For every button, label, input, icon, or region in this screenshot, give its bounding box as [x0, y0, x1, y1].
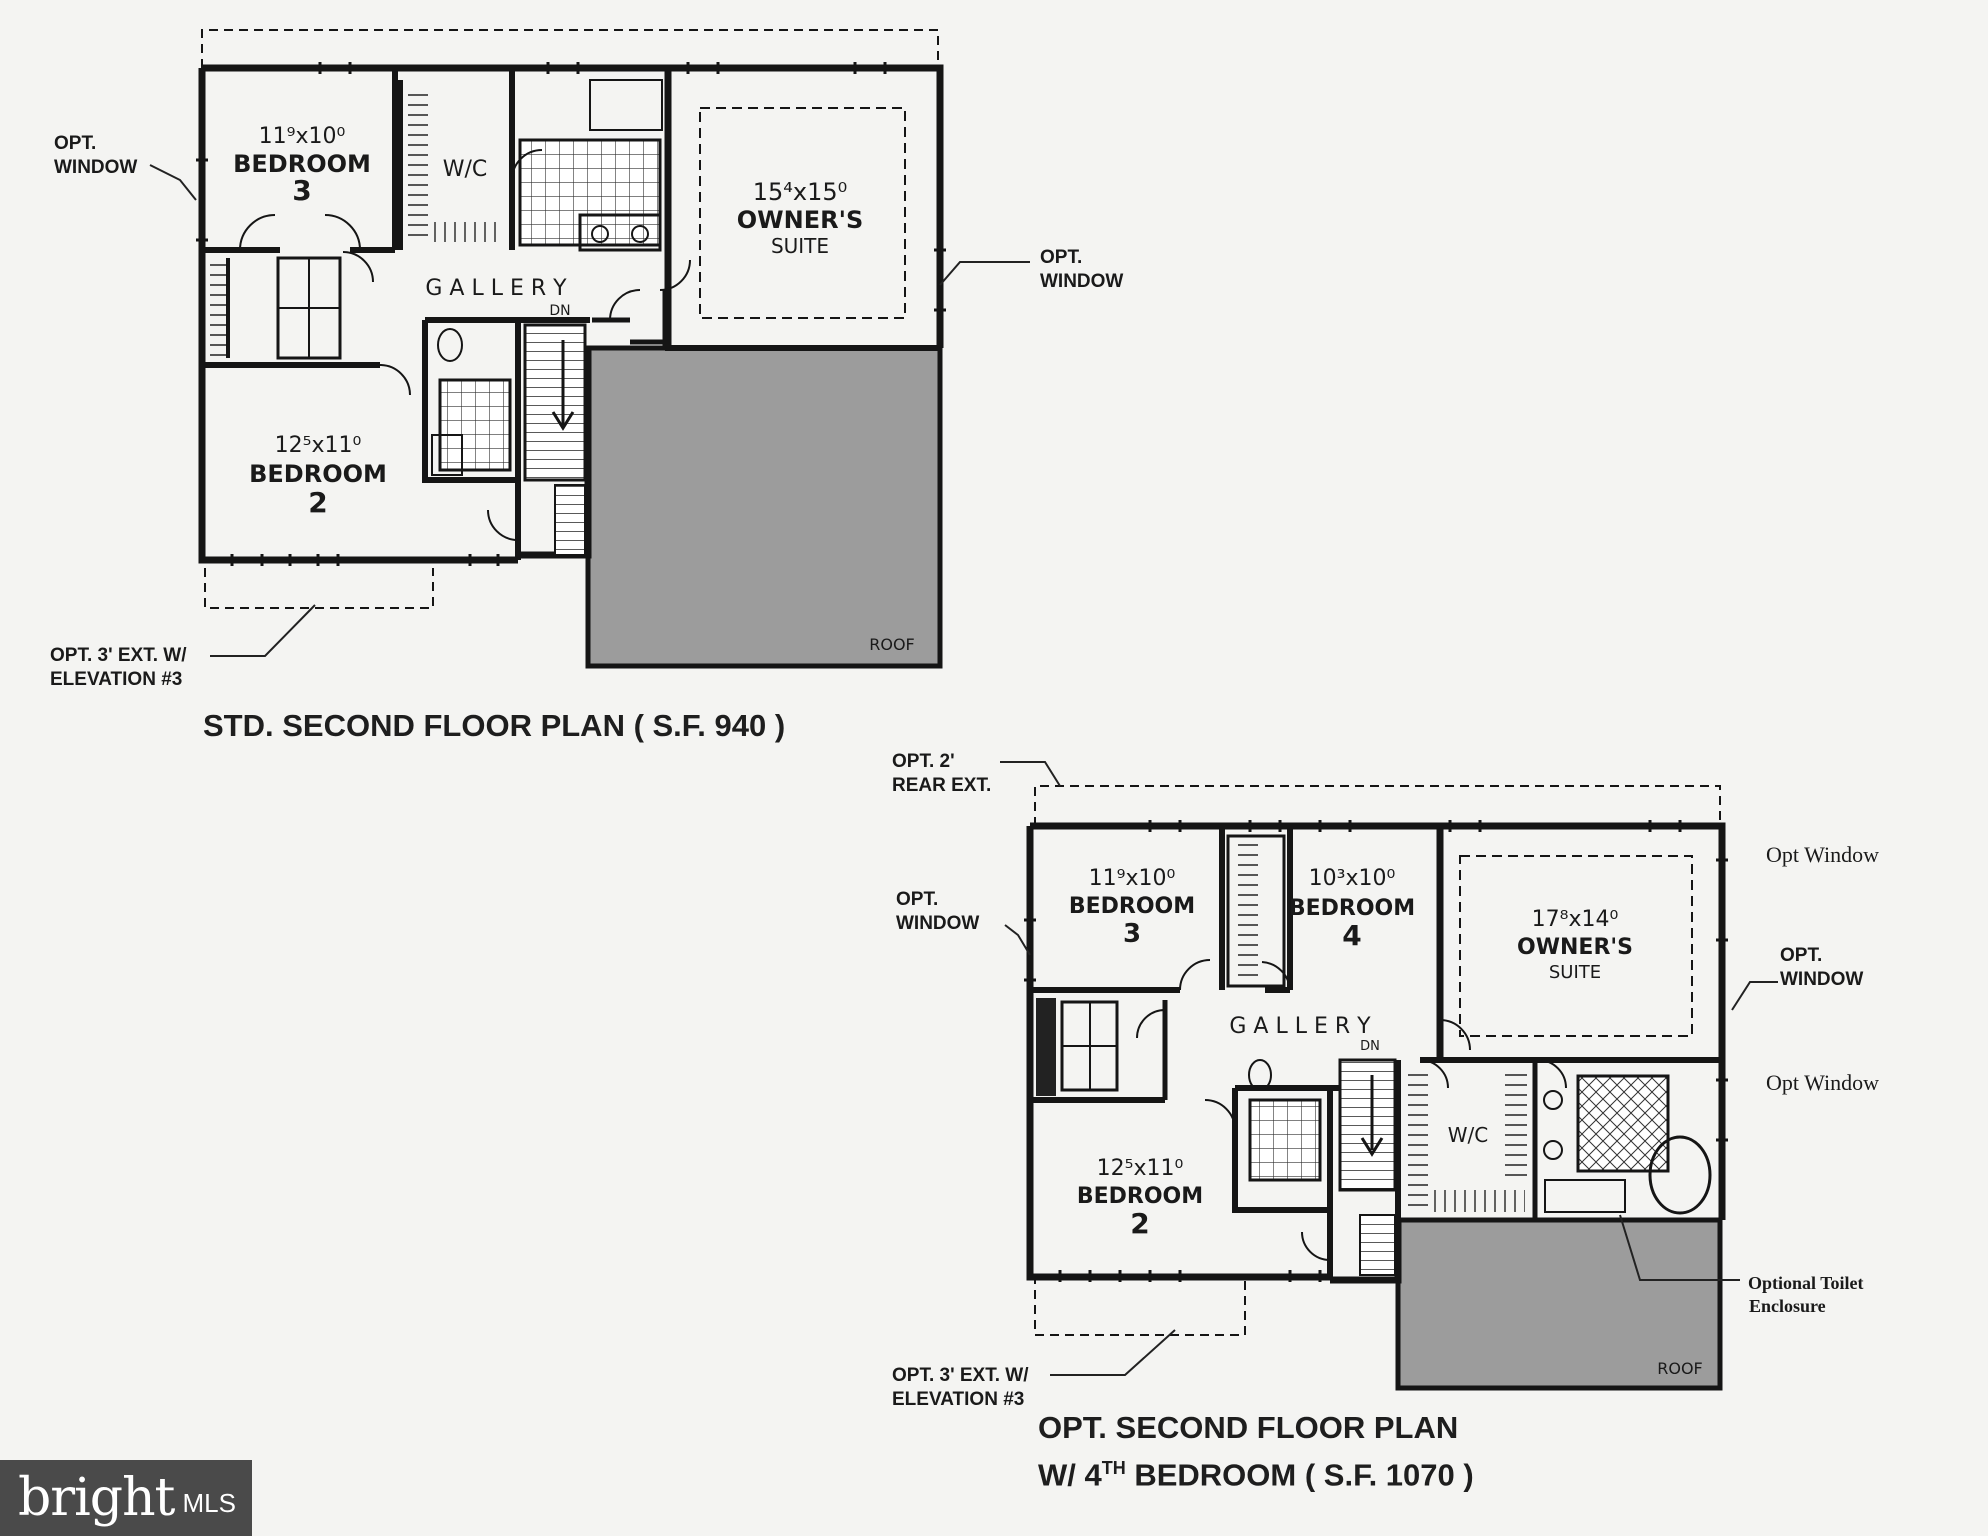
- std-owners-name: OWNER'S: [737, 206, 863, 234]
- opt-bedroom4-num: 4: [1342, 919, 1361, 952]
- std-leaders: [149, 164, 1030, 657]
- opt-bedroom2-name: BEDROOM: [1077, 1184, 1203, 1209]
- opt-opt-window-right-label: OPT. WINDOW: [1780, 945, 1864, 990]
- opt-stairs: [1338, 1058, 1397, 1192]
- opt-roof: [1395, 1217, 1723, 1391]
- std-owners-tray: [699, 107, 906, 319]
- std-stairs: [523, 323, 587, 482]
- std-bedroom2-num: 2: [308, 486, 327, 519]
- std-dn-label: DN: [549, 303, 570, 319]
- std-exterior-walls: [198, 64, 944, 564]
- std-roof: [585, 345, 943, 669]
- opt-room-labels: 11⁹x10⁰ BEDROOM 3 10³x10⁰ BEDROOM 4 17⁸x…: [1069, 866, 1703, 1378]
- std-gallery-label: G A L L E R Y: [425, 276, 567, 301]
- std-rear-ext-dash: [201, 29, 939, 68]
- opt-floor-plan: [1024, 785, 1728, 1391]
- opt-opt-ext-label: OPT. 3' EXT. W/ ELEVATION #3: [892, 1365, 1029, 1410]
- logo-brand-text: bright: [18, 1468, 175, 1528]
- opt-rear-ext-label: OPT. 2' REAR EXT.: [892, 751, 992, 796]
- std-bedroom2-name: BEDROOM: [249, 460, 387, 488]
- std-owners-sub: SUITE: [771, 234, 829, 258]
- std-opt-window-left-label: OPT. WINDOW: [54, 133, 138, 178]
- opt-owners-sub: SUITE: [1549, 962, 1601, 983]
- opt-plan-title: OPT. SECOND FLOOR PLAN W/ 4TH BEDROOM ( …: [1038, 1410, 1474, 1493]
- opt-dn-label: DN: [1360, 1039, 1380, 1054]
- opt-bedroom2-size: 12⁵x11⁰: [1097, 1156, 1184, 1181]
- opt-owners-tray: [1459, 855, 1693, 1037]
- opt-bedroom3-num: 3: [1123, 919, 1141, 949]
- std-roof-label: ROOF: [869, 635, 915, 654]
- std-opt-window-right-label: OPT. WINDOW: [1040, 247, 1124, 292]
- opt-window-label-1: Opt Window: [1766, 842, 1879, 867]
- opt-gallery-label: G A L L E R Y: [1229, 1014, 1371, 1039]
- opt-exterior-walls: [1026, 822, 1726, 1284]
- std-room-labels: 11⁹x10⁰ BEDROOM 3 W/C 15⁴x15⁰ OWNER'S SU…: [233, 124, 915, 654]
- std-bedroom3-size: 11⁹x10⁰: [259, 124, 346, 149]
- std-wic-label: W/C: [443, 157, 488, 182]
- opt-wic-label: W/C: [1448, 1123, 1488, 1147]
- opt-front-ext-dash: [1034, 1275, 1246, 1336]
- std-opt-ext-label: OPT. 3' EXT. W/ ELEVATION #3: [50, 645, 187, 690]
- std-bedroom2-size: 12⁵x11⁰: [275, 433, 362, 458]
- opt-opt-window-left-label: OPT. WINDOW: [896, 889, 980, 934]
- opt-window-label-2: Opt Window: [1766, 1070, 1879, 1095]
- opt-owners-size: 17⁸x14⁰: [1532, 907, 1619, 932]
- opt-roof-label: ROOF: [1657, 1359, 1703, 1378]
- opt-rear-ext-dash: [1034, 785, 1721, 826]
- opt-bedroom2-num: 2: [1130, 1207, 1149, 1240]
- opt-bedroom3-name: BEDROOM: [1069, 894, 1195, 919]
- std-owners-size: 15⁴x15⁰: [753, 178, 848, 206]
- opt-bedroom3-size: 11⁹x10⁰: [1089, 866, 1176, 891]
- std-bedroom3-name: BEDROOM: [233, 150, 371, 178]
- opt-leaders: [1000, 761, 1778, 1376]
- opt-bedroom4-name: BEDROOM: [1289, 896, 1415, 921]
- std-floor-plan: [196, 29, 946, 669]
- opt-toilet-enclosure-label: Optional Toilet Enclosure: [1748, 1273, 1864, 1316]
- opt-bedroom4-size: 10³x10⁰: [1309, 866, 1396, 891]
- std-bedroom3-num: 3: [292, 174, 311, 207]
- std-plan-title: STD. SECOND FLOOR PLAN ( S.F. 940 ): [203, 708, 786, 743]
- logo-mls-text: MLS: [182, 1487, 236, 1518]
- bright-mls-logo: bright MLS: [0, 1460, 252, 1536]
- std-front-ext-dash: [204, 568, 434, 609]
- opt-owners-name: OWNER'S: [1517, 935, 1633, 960]
